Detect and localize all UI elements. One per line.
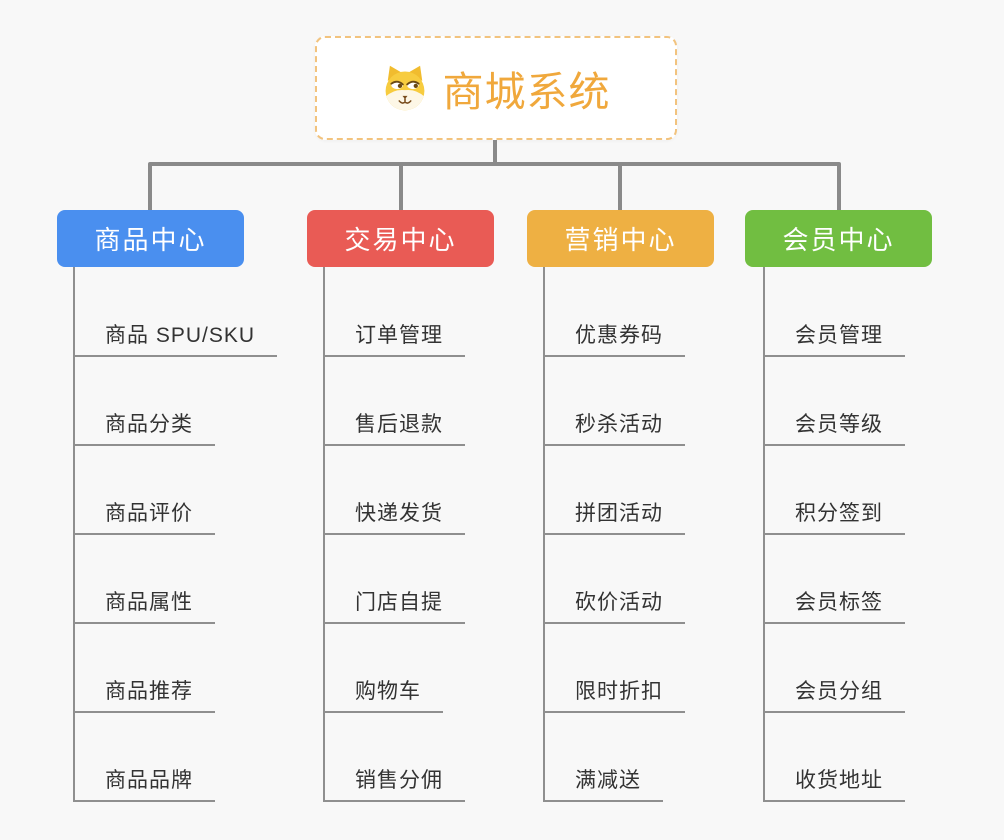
topic-item[interactable]: 砍价活动: [543, 589, 685, 624]
topic-item[interactable]: 商品评价: [73, 500, 215, 535]
branch-node-trade-center[interactable]: 交易中心: [307, 210, 494, 267]
topic-item[interactable]: 商品 SPU/SKU: [73, 322, 278, 357]
topic-item[interactable]: 拼团活动: [543, 500, 685, 535]
branch-label: 交易中心: [344, 225, 457, 255]
topic-item[interactable]: 商品品牌: [73, 767, 215, 802]
root-node-mall-system[interactable]: 商城系统: [315, 36, 677, 140]
branch-label: 商品中心: [94, 225, 207, 255]
topic-item[interactable]: 积分签到: [763, 500, 905, 535]
connector-drop-product: [148, 164, 152, 210]
topic-item[interactable]: 快递发货: [323, 500, 465, 535]
topic-item[interactable]: 购物车: [323, 678, 443, 713]
topic-item[interactable]: 销售分佣: [323, 767, 465, 802]
topic-item[interactable]: 商品推荐: [73, 678, 215, 713]
shiba-dog-icon: [382, 63, 428, 113]
connector-root-drop: [493, 140, 497, 165]
branch-label: 营销中心: [564, 225, 677, 255]
topic-item[interactable]: 会员标签: [763, 589, 905, 624]
topic-item[interactable]: 会员管理: [763, 322, 905, 357]
connector-drop-member: [837, 164, 841, 210]
topic-item[interactable]: 收货地址: [763, 767, 905, 802]
topic-item[interactable]: 会员等级: [763, 411, 905, 446]
topic-item[interactable]: 商品属性: [73, 589, 215, 624]
branch-label: 会员中心: [782, 225, 895, 255]
topic-item[interactable]: 会员分组: [763, 678, 905, 713]
topic-item[interactable]: 订单管理: [323, 322, 465, 357]
topic-item[interactable]: 满减送: [543, 767, 663, 802]
branch-node-member-center[interactable]: 会员中心: [745, 210, 932, 267]
topic-item[interactable]: 门店自提: [323, 589, 465, 624]
branch-node-product-center[interactable]: 商品中心: [57, 210, 244, 267]
topic-item[interactable]: 限时折扣: [543, 678, 685, 713]
connector-drop-marketing: [618, 164, 622, 210]
root-title: 商城系统: [442, 69, 611, 115]
topic-item[interactable]: 售后退款: [323, 411, 465, 446]
branch-node-marketing-center[interactable]: 营销中心: [527, 210, 714, 267]
connector-horizontal-rail: [148, 162, 841, 166]
topic-item[interactable]: 商品分类: [73, 411, 215, 446]
topic-item[interactable]: 优惠券码: [543, 322, 685, 357]
connector-drop-trade: [399, 164, 403, 210]
topic-item[interactable]: 秒杀活动: [543, 411, 685, 446]
